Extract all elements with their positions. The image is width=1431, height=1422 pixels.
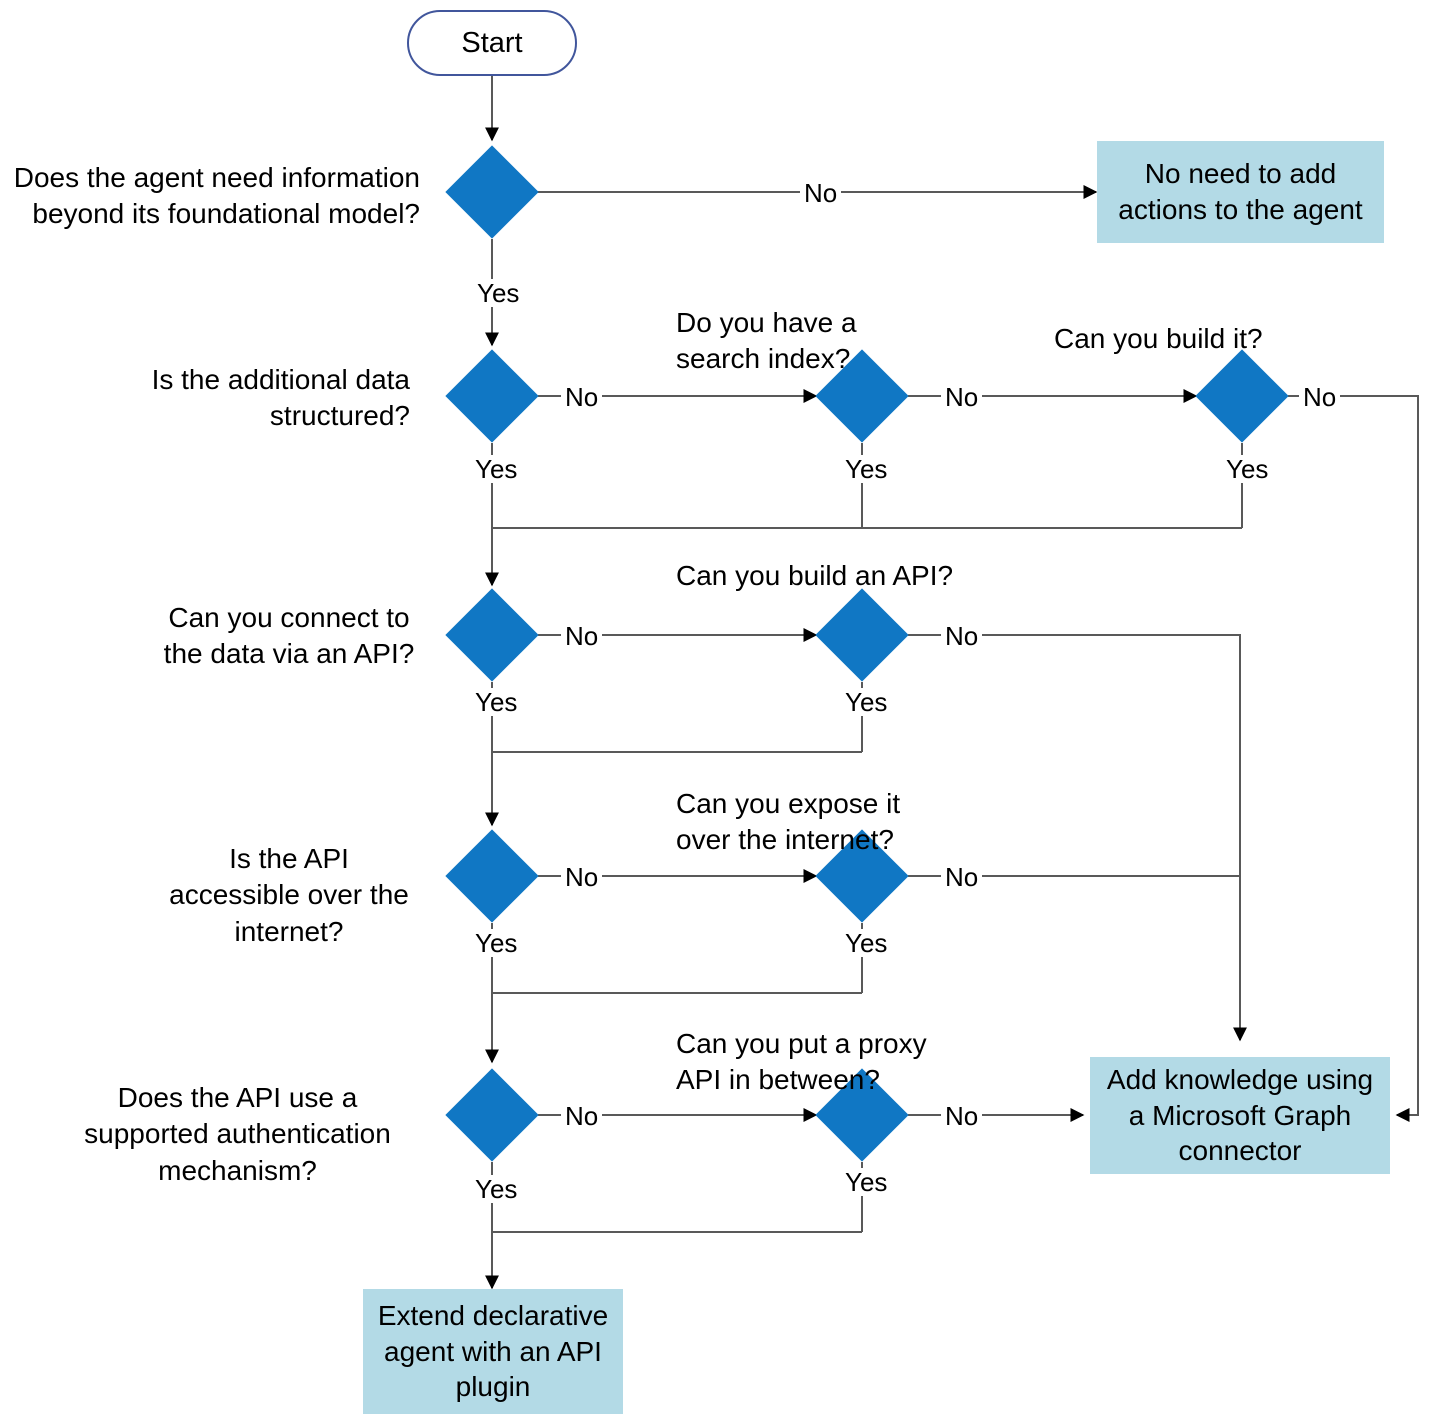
edge-label-d3-no: No bbox=[941, 383, 983, 411]
edge-d6-no bbox=[908, 634, 1247, 1042]
decision-need-information[interactable] bbox=[445, 145, 539, 239]
caption-proxy-api: Can you put a proxy API in between? bbox=[676, 1028, 927, 1096]
edge-label-d5-no: No bbox=[561, 622, 603, 650]
edge-label-d6-no: No bbox=[941, 622, 983, 650]
caption-have-search-index: Do you have a search index? bbox=[676, 307, 857, 375]
decision-supported-auth[interactable] bbox=[445, 1068, 539, 1162]
decision-data-structured[interactable] bbox=[445, 349, 539, 443]
edge-label-d4-no: No bbox=[1299, 383, 1341, 411]
outcome-no-actions-label: No need to add actions to the agent bbox=[1118, 158, 1363, 225]
decision-api-accessible-internet[interactable] bbox=[445, 829, 539, 923]
edge-label-d9-yes: Yes bbox=[471, 1175, 522, 1203]
outcome-no-actions-needed[interactable]: No need to add actions to the agent bbox=[1097, 141, 1384, 243]
edge-label-d10-yes: Yes bbox=[841, 1168, 892, 1196]
caption-supported-auth: Does the API use a supported authenticat… bbox=[84, 1082, 391, 1186]
caption-can-expose-internet: Can you expose it over the internet? bbox=[676, 788, 901, 856]
caption-can-build-api: Can you build an API? bbox=[676, 560, 954, 591]
decision-can-build-api[interactable] bbox=[815, 588, 909, 682]
edge-label-d1-no: No bbox=[800, 179, 842, 207]
caption-connect-via-api: Can you connect to the data via an API? bbox=[163, 602, 415, 670]
edge-label-d1-yes: Yes bbox=[473, 279, 524, 307]
caption-can-build-index: Can you build it? bbox=[1054, 323, 1263, 354]
caption-need-information: Does the agent need information beyond i… bbox=[13, 162, 420, 230]
outcome-graph-connector-label: Add knowledge using a Microsoft Graph co… bbox=[1106, 1063, 1374, 1167]
outcome-api-plugin[interactable]: Extend declarative agent with an API plu… bbox=[363, 1289, 623, 1414]
start-label: Start bbox=[461, 26, 523, 59]
edge-label-d7-yes: Yes bbox=[471, 929, 522, 957]
edge-d4-no bbox=[1288, 395, 1419, 1122]
edge-label-d8-yes: Yes bbox=[841, 929, 892, 957]
outcome-api-plugin-label: Extend declarative agent with an API plu… bbox=[377, 1299, 609, 1403]
caption-api-accessible-internet: Is the API accessible over the internet? bbox=[169, 843, 409, 947]
edge-label-d8-no: No bbox=[941, 863, 983, 891]
outcome-graph-connector[interactable]: Add knowledge using a Microsoft Graph co… bbox=[1090, 1057, 1390, 1174]
edge-label-d3-yes: Yes bbox=[841, 455, 892, 483]
edge-label-d2-no: No bbox=[561, 383, 603, 411]
edge-label-d7-no: No bbox=[561, 863, 603, 891]
decision-connect-via-api[interactable] bbox=[445, 588, 539, 682]
edge-label-d10-no: No bbox=[941, 1102, 983, 1130]
edge-label-d5-yes: Yes bbox=[471, 688, 522, 716]
caption-data-structured: Is the additional data structured? bbox=[151, 364, 410, 432]
edge-label-d2-yes: Yes bbox=[471, 455, 522, 483]
edge-label-d9-no: No bbox=[561, 1102, 603, 1130]
edge-label-d6-yes: Yes bbox=[841, 688, 892, 716]
start-node[interactable]: Start bbox=[407, 10, 577, 76]
edge-label-d4-yes: Yes bbox=[1222, 455, 1273, 483]
decision-can-build-index[interactable] bbox=[1195, 349, 1289, 443]
